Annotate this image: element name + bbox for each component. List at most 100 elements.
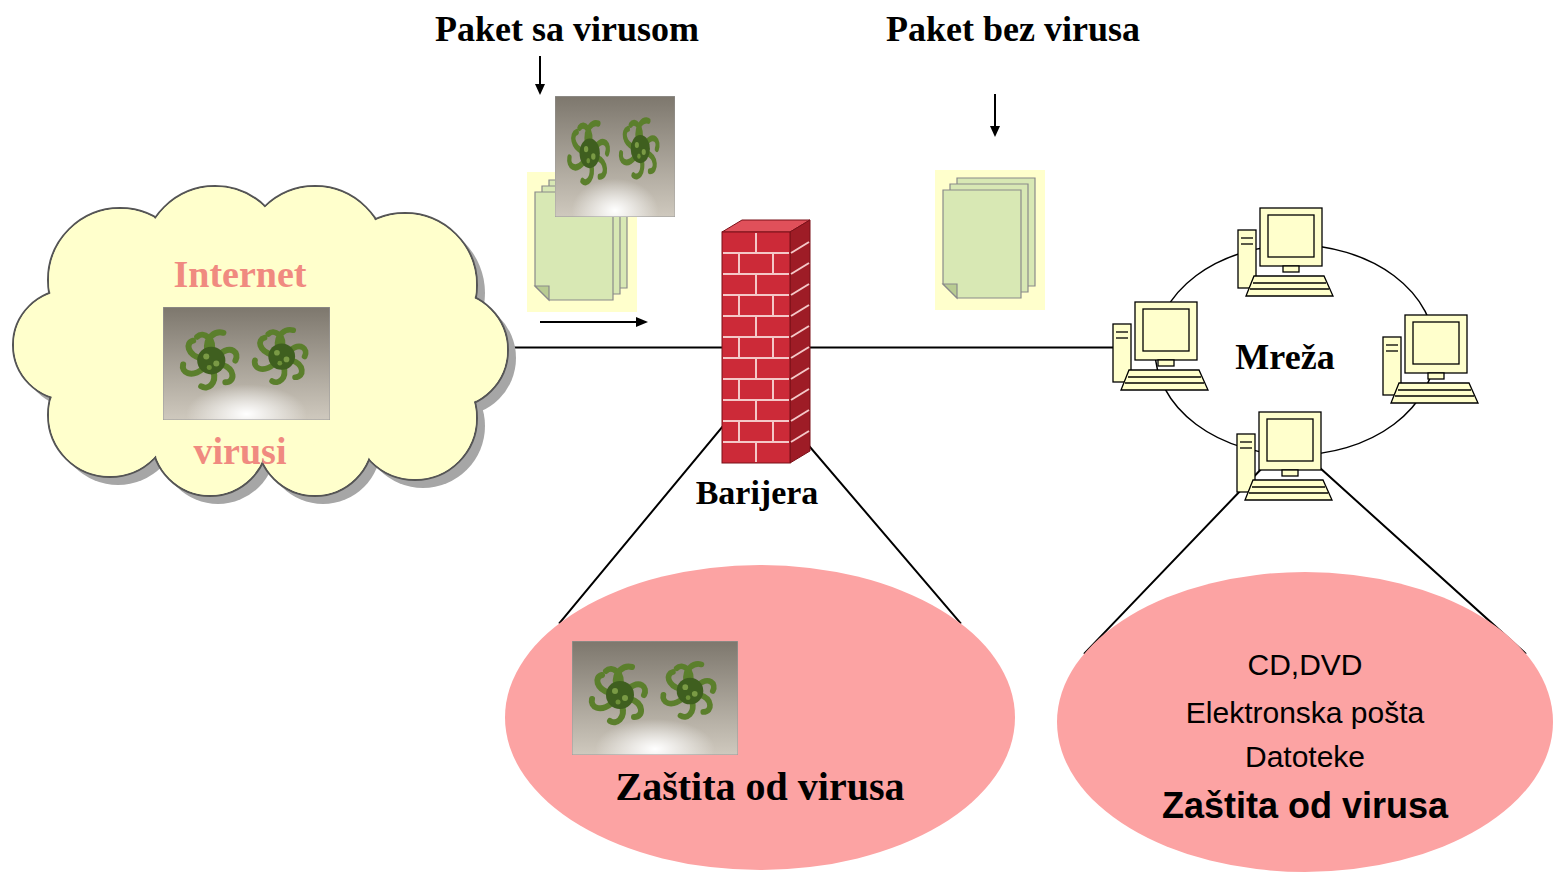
monitor-stand — [1282, 470, 1298, 476]
monitor — [1259, 412, 1321, 470]
mortar-line — [791, 326, 809, 337]
computer-icon — [1113, 302, 1208, 390]
source-item: Datoteke — [1245, 740, 1365, 775]
mortar-line — [755, 359, 757, 378]
keyboard — [1245, 480, 1332, 500]
screen — [1268, 215, 1314, 257]
mortar-line — [772, 380, 774, 399]
source-item: CD,DVD — [1247, 648, 1362, 683]
computer-icon — [1383, 315, 1478, 403]
mortar-line — [738, 338, 740, 357]
mortar-line — [738, 422, 740, 441]
mortar-line — [791, 368, 809, 379]
keyboard — [1391, 383, 1478, 403]
cloud-title: Internet — [174, 253, 307, 297]
cloud-subtitle: virusi — [194, 430, 287, 474]
keyboard-row — [1395, 395, 1474, 396]
mortar-line — [723, 420, 789, 422]
mortar-line — [791, 284, 809, 295]
pointer-arrow — [990, 94, 1000, 137]
mortar-line — [755, 233, 757, 252]
connector-line — [505, 347, 722, 349]
mortar-line — [791, 389, 809, 400]
packet-with-virus — [527, 96, 675, 312]
tower-slot — [1241, 237, 1253, 238]
mortar-line — [723, 336, 789, 338]
tower-slot — [1240, 441, 1252, 442]
brick-mortar — [723, 233, 809, 462]
keyboard-row — [1253, 282, 1326, 283]
mortar-line — [755, 401, 757, 420]
arrow-head — [535, 84, 545, 95]
mortar-line — [772, 422, 774, 441]
protection-ellipse: CD,DVD Elektronska poštaDatotekeZaštita o… — [1057, 572, 1553, 872]
source-item: Elektronska pošta — [1186, 696, 1424, 731]
firewall: Barijera — [690, 225, 830, 515]
arrow-head — [990, 126, 1000, 137]
internet-cloud: Internet virusi — [10, 180, 510, 500]
tower-slot — [1116, 331, 1128, 332]
network-ring: Mreža — [1105, 200, 1490, 510]
packet-icon — [935, 170, 1045, 310]
arrow-line — [539, 56, 541, 86]
monitor — [1135, 302, 1197, 360]
mortar-line — [723, 273, 789, 275]
mortar-line — [755, 317, 757, 336]
mortar-line — [738, 296, 740, 315]
network-label: Mreža — [1235, 337, 1334, 378]
monitor-stand — [1158, 360, 1174, 366]
mortar-line — [723, 252, 789, 254]
computer-icon — [1238, 208, 1333, 296]
keyboard — [1246, 276, 1333, 296]
mortar-line — [723, 315, 789, 317]
mortar-line — [755, 443, 757, 462]
mortar-line — [738, 254, 740, 273]
firewall-label: Barijera — [692, 473, 823, 512]
direction-arrow — [540, 317, 648, 327]
tower-slot — [1241, 243, 1253, 244]
arrow-line — [540, 321, 638, 323]
packet-caption: Paket bez virusa — [886, 9, 1140, 50]
connector-line — [810, 347, 1113, 349]
protection-ellipse: Zaštita od virusa — [505, 565, 1015, 870]
computer-icon — [1237, 412, 1332, 500]
mortar-line — [723, 441, 789, 443]
ellipse-shape — [505, 565, 1015, 870]
monitor-stand — [1428, 373, 1444, 379]
node-shape — [690, 225, 830, 515]
tower-slot — [1386, 344, 1398, 345]
mortar-line — [791, 410, 809, 421]
keyboard-row — [1398, 389, 1471, 390]
protection-label: Zaštita od virusa — [616, 764, 905, 810]
node-shape — [505, 565, 1015, 870]
keyboard-row — [1128, 376, 1201, 377]
brick-side — [790, 220, 810, 463]
mortar-line — [723, 294, 789, 296]
mortar-line — [755, 275, 757, 294]
mortar-line — [791, 431, 809, 442]
keyboard-row — [1249, 492, 1328, 493]
mortar-line — [723, 378, 789, 380]
keyboard-row — [1250, 288, 1329, 289]
keyboard-row — [1125, 382, 1204, 383]
mortar-line — [723, 357, 789, 359]
arrow-head — [636, 317, 648, 327]
pointer-arrow — [535, 56, 545, 95]
mortar-line — [772, 254, 774, 273]
mortar-line — [772, 296, 774, 315]
tower-slot — [1240, 447, 1252, 448]
packet-without-virus — [935, 170, 1045, 310]
mortar-line — [791, 242, 809, 253]
keyboard — [1121, 370, 1208, 390]
protection-label: Zaštita od virusa — [1162, 785, 1448, 826]
keyboard-row — [1252, 486, 1325, 487]
screen — [1143, 309, 1189, 351]
monitor — [1405, 315, 1467, 373]
cloud-fill — [14, 187, 507, 495]
virus-picture — [555, 96, 675, 242]
mortar-line — [772, 338, 774, 357]
screen — [1413, 322, 1459, 364]
mortar-line — [791, 263, 809, 274]
mortar-line — [791, 305, 809, 316]
